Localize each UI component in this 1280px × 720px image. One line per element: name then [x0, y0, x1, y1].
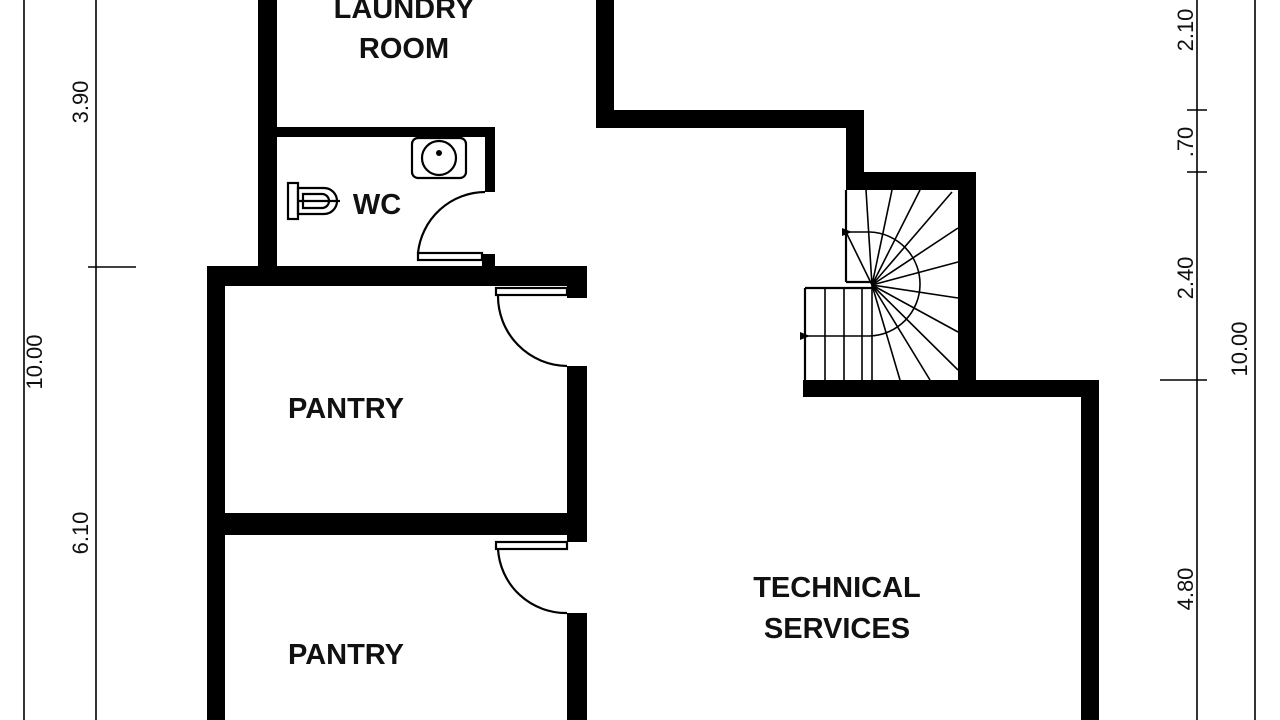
staircase — [800, 189, 959, 381]
pantry-1-door — [494, 286, 569, 368]
dim-left-lower: 6.10 — [68, 512, 93, 555]
laundry-label-line-2: ROOM — [359, 33, 449, 65]
dim-right-mid: 2.40 — [1173, 257, 1198, 300]
wc-door — [416, 190, 486, 262]
dimension-labels: 3.90 10.00 6.10 2.10 .70 2.40 4.80 10.00 — [22, 9, 1252, 611]
technical-label-line-2: SERVICES — [764, 613, 910, 645]
pantry-2-door — [494, 540, 569, 615]
toilet-icon — [286, 181, 340, 221]
dim-right-top: 2.10 — [1173, 9, 1198, 52]
technical-label-line-1: TECHNICAL — [753, 572, 921, 604]
dim-right-total: 10.00 — [1227, 321, 1252, 376]
walls — [207, 0, 1099, 720]
dimension-lines — [23, 0, 1256, 720]
pantry-2-label: PANTRY — [288, 639, 404, 671]
dim-right-lower: 4.80 — [1173, 568, 1198, 611]
doors — [416, 190, 569, 615]
pantry-1-label: PANTRY — [288, 393, 404, 425]
room-labels: LAUNDRY ROOM WC PANTRY PANTRY TECHNICAL … — [288, 0, 921, 671]
dim-right-small: .70 — [1173, 127, 1198, 158]
wc-label: WC — [353, 189, 401, 221]
dim-left-total: 10.00 — [22, 334, 47, 389]
laundry-label-line-1: LAUNDRY — [334, 0, 475, 25]
dim-left-upper: 3.90 — [68, 81, 93, 124]
washbasin-icon — [410, 136, 468, 180]
fixtures — [286, 136, 468, 221]
